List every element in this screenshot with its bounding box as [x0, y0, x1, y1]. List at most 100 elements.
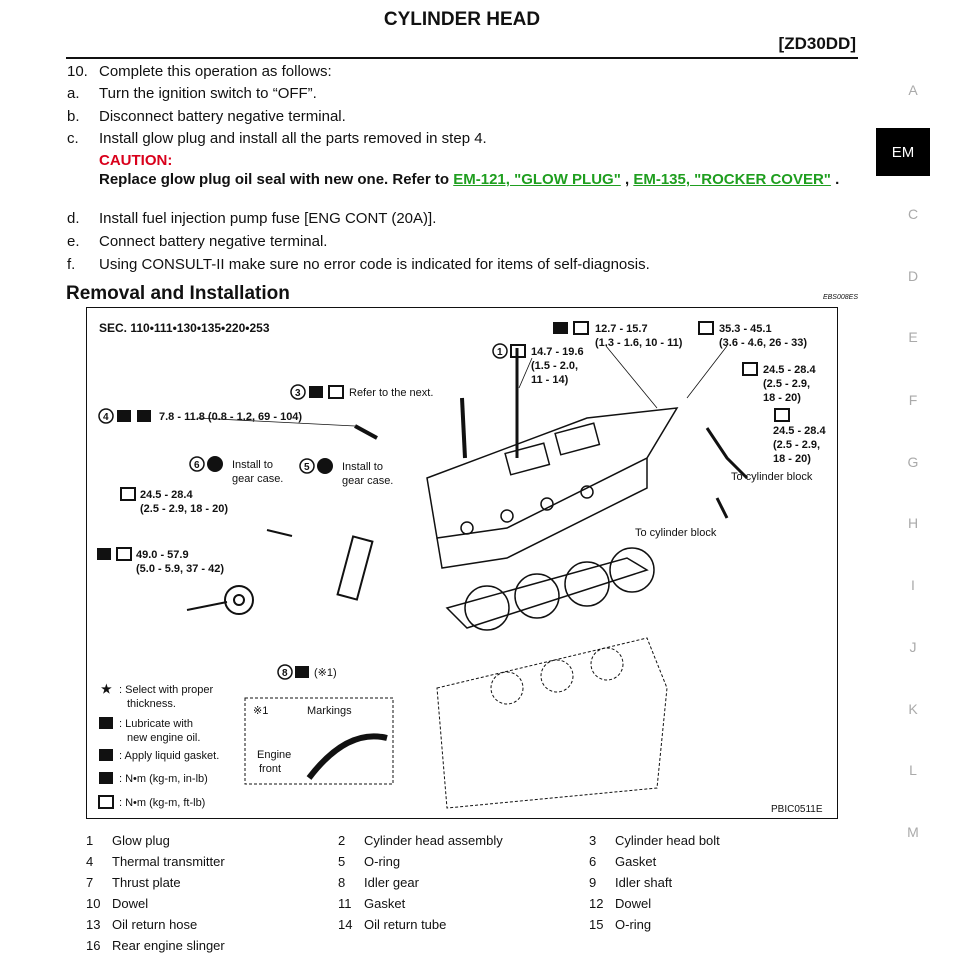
- torque-t4b: (2.5 - 2.9,: [763, 378, 810, 390]
- discard-icon: [317, 458, 333, 474]
- torque-ftlb-icon: [698, 321, 714, 335]
- gasket-symbol-icon: [553, 322, 568, 334]
- caution-text: Replace glow plug oil seal with new one.…: [99, 171, 840, 188]
- idler-gear-drawing: [186, 529, 374, 615]
- oil-icon: [309, 386, 323, 398]
- oil-icon: [99, 717, 113, 729]
- sidebar-item-e[interactable]: E: [908, 329, 918, 345]
- legend-select-b: thickness.: [127, 698, 176, 710]
- legend-inlb: : N•m (kg-m, in-lb): [119, 773, 208, 785]
- torque-t6: 7.8 - 11.8 (0.8 - 1.2, 69 - 104): [159, 411, 302, 423]
- torque-t7: 24.5 - 28.4: [140, 489, 193, 501]
- torque-t8b: (5.0 - 5.9, 37 - 42): [136, 563, 224, 575]
- caution-label: CAUTION:: [99, 152, 173, 169]
- note-gear1: Install to: [232, 459, 273, 471]
- note-x1: (※1): [314, 667, 337, 679]
- sidebar-item-k[interactable]: K: [908, 701, 918, 717]
- note-to-cyl-block-1: To cylinder block: [731, 471, 813, 483]
- torque-t1: 12.7 - 15.7: [595, 323, 648, 335]
- note-gear1b: gear case.: [232, 473, 283, 485]
- gasket-symbol-icon: [99, 749, 113, 761]
- gasket-symbol-icon: [117, 410, 131, 422]
- svg-text:4: 4: [103, 412, 109, 423]
- note-gear2b: gear case.: [342, 475, 393, 487]
- torque-t5b: (2.5 - 2.9,: [773, 439, 820, 451]
- svg-text:1: 1: [497, 347, 503, 358]
- link-glow-plug[interactable]: EM-121, "GLOW PLUG": [453, 171, 621, 188]
- note-to-cyl-block-2: To cylinder block: [635, 527, 717, 539]
- legend-gasket: : Apply liquid gasket.: [119, 750, 219, 762]
- sidebar-item-c[interactable]: C: [907, 206, 919, 222]
- sidebar-item-d[interactable]: D: [907, 268, 919, 284]
- torque-t5: 24.5 - 28.4: [773, 425, 826, 437]
- torque-t1b: (1.3 - 1.6, 10 - 11): [595, 337, 683, 349]
- torque-t2b: (3.6 - 4.6, 26 - 33): [719, 337, 807, 349]
- torque-t3b: (1.5 - 2.0,: [531, 360, 578, 372]
- torque-ftlb-icon: [774, 408, 790, 422]
- oil-return-tube-drawing: [705, 427, 749, 519]
- section-ref-code: EBS008ES: [822, 294, 858, 301]
- inset-box: [244, 697, 394, 785]
- engine-block-drawing: [436, 637, 668, 809]
- torque-ftlb-icon: [120, 487, 136, 501]
- sidebar-item-g[interactable]: G: [907, 454, 919, 470]
- torque-ftlb-icon: [742, 362, 758, 376]
- oil-icon: [295, 666, 309, 678]
- sidebar-item-a[interactable]: A: [908, 82, 918, 98]
- discard-icon: [207, 456, 223, 472]
- note-gear2: Install to: [342, 461, 383, 473]
- torque-t7b: (2.5 - 2.9, 18 - 20): [140, 503, 228, 515]
- inset-title: ※1: [253, 705, 268, 717]
- torque-ftlb-icon: [98, 795, 114, 809]
- svg-text:★: ★: [101, 682, 112, 696]
- gasket-drawing: [445, 547, 655, 631]
- svg-text:5: 5: [304, 462, 310, 473]
- torque-t8: 49.0 - 57.9: [136, 549, 189, 561]
- torque-ftlb-icon: [328, 385, 344, 399]
- torque-inlb-icon: [137, 410, 151, 422]
- sidebar-item-m[interactable]: M: [907, 824, 919, 840]
- sidebar-item-i[interactable]: I: [911, 577, 915, 593]
- header-rule: [66, 57, 858, 59]
- diagram-svg: SEC. 110•111•130•135•220•253 PBIC0511E 1…: [97, 321, 826, 815]
- inset-markings: Markings: [307, 705, 352, 717]
- page-title: CYLINDER HEAD: [383, 9, 541, 30]
- note-refer-next: Refer to the next.: [349, 387, 433, 399]
- inset-front: front: [259, 763, 281, 775]
- sidebar-item-h[interactable]: H: [907, 515, 919, 531]
- section-heading: Removal and Installation: [66, 283, 290, 304]
- sidebar-item-em[interactable]: EM: [876, 128, 930, 176]
- callout-1: [492, 343, 508, 359]
- svg-text:6: 6: [194, 460, 200, 471]
- torque-ftlb-icon: [573, 321, 589, 335]
- head-bolt: [460, 397, 467, 459]
- torque-t3c: 11 - 14): [531, 374, 569, 386]
- exploded-diagram: SEC. 110•111•130•135•220•253 PBIC0511E 1…: [86, 307, 838, 819]
- thermal-transmitter: [354, 424, 378, 440]
- sidebar-item-f[interactable]: F: [908, 392, 918, 408]
- inset-gear: [306, 733, 388, 780]
- sidebar-item-l[interactable]: L: [909, 762, 917, 778]
- legend-select: : Select with proper: [119, 684, 213, 696]
- sidebar-item-j[interactable]: J: [909, 639, 917, 655]
- torque-t5c: 18 - 20): [773, 453, 811, 465]
- section-codes: SEC. 110•111•130•135•220•253: [99, 321, 270, 335]
- legend-lubricate-b: new engine oil.: [127, 732, 200, 744]
- inset-engine: Engine: [257, 749, 291, 761]
- link-rocker-cover[interactable]: EM-135, "ROCKER COVER": [633, 171, 831, 188]
- legend-ftlb: : N•m (kg-m, ft-lb): [119, 797, 205, 809]
- legend-lubricate: : Lubricate with: [119, 718, 193, 730]
